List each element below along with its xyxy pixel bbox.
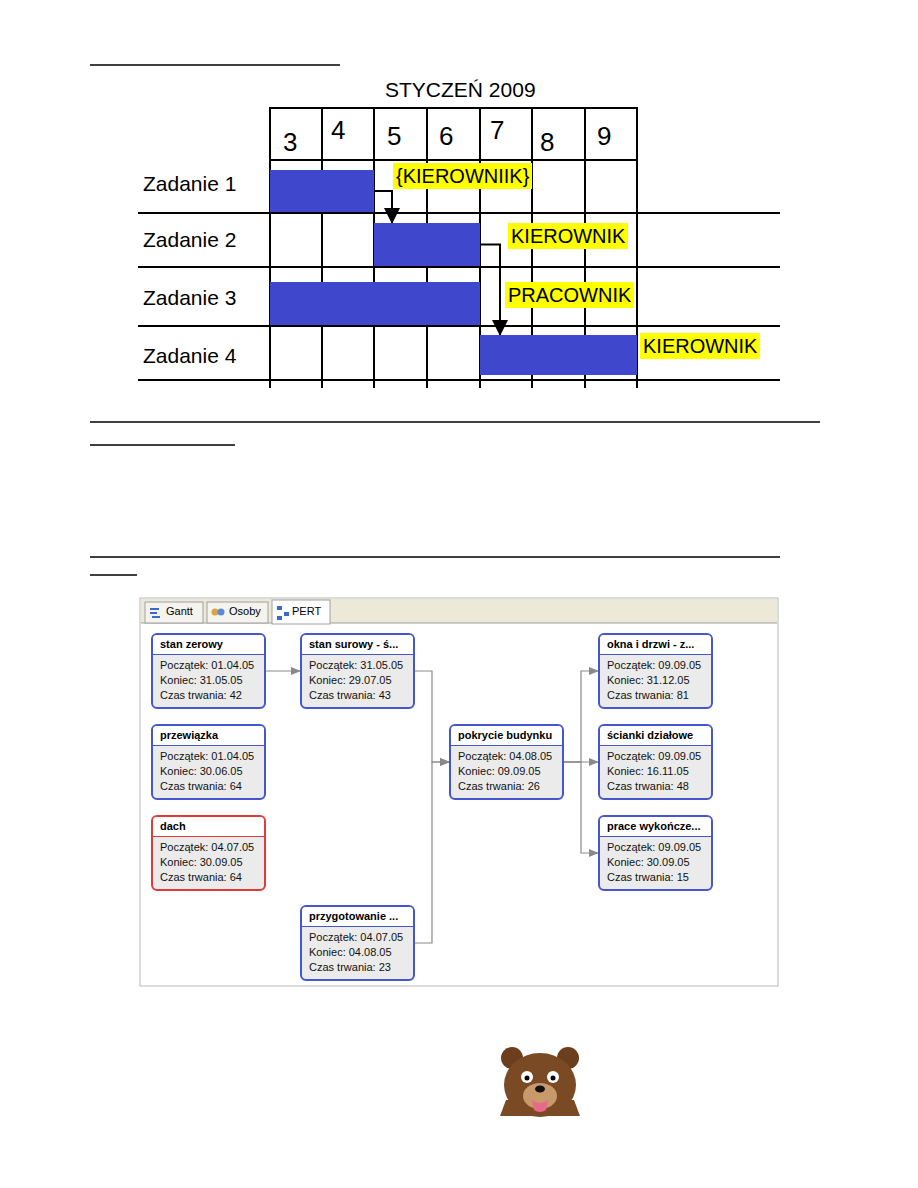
dependency-arrow [266, 670, 300, 671]
resource-label: KIEROWNIK [508, 223, 628, 249]
pert-task-field: Czas trwania: 23 [302, 960, 413, 975]
pert-box-body: Początek: 04.07.05Koniec: 04.08.05Czas t… [302, 927, 413, 979]
day-number: 8 [540, 127, 554, 158]
pert-task-field: Czas trwania: 64 [153, 870, 264, 885]
gantt-grid [138, 108, 780, 388]
dependency-arrow [415, 762, 449, 943]
pert-task-field: Koniec: 09.09.05 [451, 764, 562, 779]
pert-task-title: stan surowy - ś... [302, 635, 413, 655]
dependency-arrow [415, 671, 449, 762]
pert-box-body: Początek: 09.09.05Koniec: 31.12.05Czas t… [600, 655, 711, 707]
tab-label: PERT [292, 605, 321, 617]
pert-task-box: ścianki działowePoczątek: 09.09.05Koniec… [598, 724, 713, 800]
pert-task-title: okna i drzwi - z... [600, 635, 711, 655]
pert-task-field: Koniec: 04.08.05 [302, 945, 413, 960]
pert-task-box: przewiązkaPoczątek: 01.04.05Koniec: 30.0… [151, 724, 266, 800]
pert-task-title: przewiązka [153, 726, 264, 746]
pert-task-field: Koniec: 30.06.05 [153, 764, 264, 779]
resource-label: KIEROWNIK [640, 333, 760, 359]
pert-task-title: przygotowanie ... [302, 907, 413, 927]
day-number: 4 [331, 115, 345, 146]
pert-task-field: Czas trwania: 15 [600, 870, 711, 885]
pert-task-field: Czas trwania: 42 [153, 688, 264, 703]
tab-label: Osoby [229, 605, 261, 617]
pert-task-field: Początek: 09.09.05 [600, 749, 711, 764]
pert-task-title: pokrycie budynku [451, 726, 562, 746]
pert-task-field: Czas trwania: 26 [451, 779, 562, 794]
pert-task-field: Początek: 01.04.05 [153, 658, 264, 673]
pert-task-field: Początek: 09.09.05 [600, 840, 711, 855]
pert-task-field: Koniec: 16.11.05 [600, 764, 711, 779]
pert-task-box: stan surowy - ś...Początek: 31.05.05Koni… [300, 633, 415, 709]
resource-label: PRACOWNIK [505, 282, 634, 308]
pert-task-field: Koniec: 30.09.05 [153, 855, 264, 870]
pert-task-field: Początek: 04.08.05 [451, 749, 562, 764]
pert-task-title: ścianki działowe [600, 726, 711, 746]
pert-box-body: Początek: 04.07.05Koniec: 30.09.05Czas t… [153, 837, 264, 889]
gantt-bar: PRACOWNIK [270, 282, 480, 325]
pert-box-body: Początek: 09.09.05Koniec: 30.09.05Czas t… [600, 837, 711, 889]
pert-task-field: Początek: 04.07.05 [153, 840, 264, 855]
chart-title: STYCZEŃ 2009 [385, 78, 536, 102]
pert-task-box: prace wykończe...Początek: 09.09.05Konie… [598, 815, 713, 891]
day-number: 3 [283, 127, 297, 158]
day-number: 9 [597, 121, 611, 152]
pert-task-field: Czas trwania: 43 [302, 688, 413, 703]
pert-window [140, 598, 778, 986]
pert-task-box: pokrycie budynkuPoczątek: 04.08.05Koniec… [449, 724, 564, 800]
day-number: 7 [490, 115, 504, 146]
row-label: Zadanie 3 [143, 286, 236, 310]
row-label: Zadanie 1 [143, 172, 236, 196]
day-number: 5 [387, 121, 401, 152]
bear-illustration [500, 1047, 580, 1117]
pert-task-field: Czas trwania: 81 [600, 688, 711, 703]
pert-box-body: Początek: 04.08.05Koniec: 09.09.05Czas t… [451, 746, 562, 798]
pert-box-body: Początek: 09.09.05Koniec: 16.11.05Czas t… [600, 746, 711, 798]
dependency-arrow [564, 762, 598, 853]
gantt-bar: {KIEROWNIIK} [270, 170, 374, 212]
pert-task-field: Początek: 31.05.05 [302, 658, 413, 673]
pert-task-title: prace wykończe... [600, 817, 711, 837]
gantt-bar: KIEROWNIK [480, 335, 637, 375]
pert-task-field: Początek: 09.09.05 [600, 658, 711, 673]
pert-task-box: okna i drzwi - z...Początek: 09.09.05Kon… [598, 633, 713, 709]
dependency-arrow [564, 671, 598, 762]
row-label: Zadanie 4 [143, 344, 236, 368]
pert-task-field: Koniec: 30.09.05 [600, 855, 711, 870]
pert-box-body: Początek: 31.05.05Koniec: 29.07.05Czas t… [302, 655, 413, 707]
pert-task-field: Początek: 04.07.05 [302, 930, 413, 945]
dependency-arrow [480, 245, 500, 336]
pert-task-title: dach [153, 817, 264, 837]
gantt-bar: KIEROWNIK [374, 223, 480, 266]
dependency-arrow [374, 191, 392, 223]
resource-label: {KIEROWNIIK} [393, 163, 532, 189]
pert-task-box: dachPoczątek: 04.07.05Koniec: 30.09.05Cz… [151, 815, 266, 891]
pert-task-field: Koniec: 31.12.05 [600, 673, 711, 688]
tab-label: Gantt [166, 605, 193, 617]
pert-task-field: Koniec: 29.07.05 [302, 673, 413, 688]
pert-task-field: Czas trwania: 64 [153, 779, 264, 794]
pert-task-box: przygotowanie ...Początek: 04.07.05Konie… [300, 905, 415, 981]
day-number: 6 [439, 121, 453, 152]
pert-task-field: Czas trwania: 48 [600, 779, 711, 794]
pert-task-box: stan zerowyPoczątek: 01.04.05Koniec: 31.… [151, 633, 266, 709]
pert-box-body: Początek: 01.04.05Koniec: 31.05.05Czas t… [153, 655, 264, 707]
pert-task-field: Początek: 01.04.05 [153, 749, 264, 764]
row-label: Zadanie 2 [143, 228, 236, 252]
pert-task-field: Koniec: 31.05.05 [153, 673, 264, 688]
document-rules [90, 65, 820, 575]
pert-task-title: stan zerowy [153, 635, 264, 655]
pert-box-body: Początek: 01.04.05Koniec: 30.06.05Czas t… [153, 746, 264, 798]
